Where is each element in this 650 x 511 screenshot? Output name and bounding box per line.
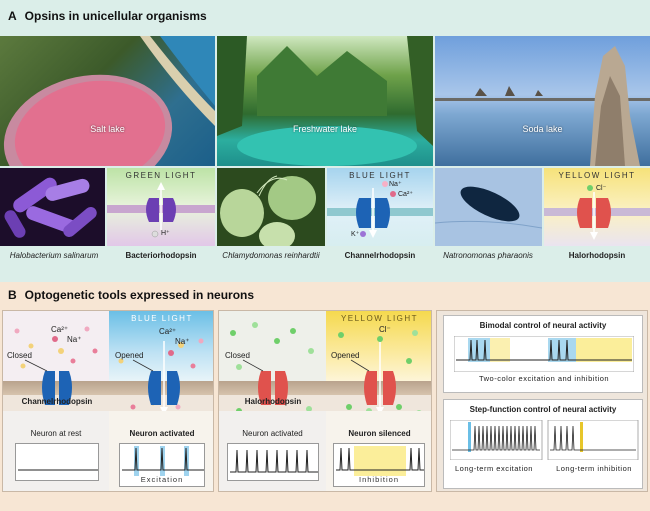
channelrhodopsin-box: BLUE LIGHT Na⁺ Ca²⁺ K⁺ <box>327 168 433 246</box>
chr-na-label-open: Na⁺ <box>175 337 190 346</box>
chr-group: BLUE LIGHT Closed Ca²⁺ Na⁺ Opened Ca²⁺ N… <box>2 310 214 492</box>
caption-chlamydomonas: Chlamydomonas reinhardtii <box>222 251 320 260</box>
freshwater-lake-photo: Freshwater lake <box>217 36 433 166</box>
halobacterium-svg <box>4 177 97 238</box>
chr-opened-label: Opened <box>115 351 144 360</box>
hr-opened-label: Opened <box>331 351 360 360</box>
h-ion-label: H⁺ <box>161 230 170 237</box>
blue-light-label-b: BLUE LIGHT <box>131 314 193 323</box>
neuron-activated-caption: Neuron activated <box>129 429 195 438</box>
soda-lake-photo: Soda lake <box>435 36 650 166</box>
halobacterium-image <box>0 168 105 246</box>
hr-closed-bg <box>219 311 326 381</box>
chr-closed-label: Closed <box>7 351 32 360</box>
step-long-excitation-label: Long-term excitation <box>455 464 533 473</box>
excitation-trace: Excitation <box>119 443 205 487</box>
salt-lake-photo: Salt lake <box>0 36 215 166</box>
yellow-light-label-b: YELLOW LIGHT <box>340 314 419 323</box>
natronomonas-image <box>435 168 542 246</box>
bimodal-title: Bimodal control of neural activity <box>479 321 607 330</box>
blue-light-label: BLUE LIGHT <box>349 171 411 180</box>
panel-b-header: B Optogenetic tools expressed in neurons <box>0 286 650 304</box>
chr-ca-label: Ca²⁺ <box>51 325 69 334</box>
step-trace <box>450 420 639 460</box>
caption-halobacterium: Halobacterium salinarum <box>9 251 99 260</box>
panel-b-letter: B <box>8 288 17 302</box>
panel-a-header: A Opsins in unicellular organisms <box>0 6 650 26</box>
hr-group: YELLOW LIGHT Closed Opened Cl⁻ Halorhodo… <box>218 310 432 492</box>
step-long-inhibition-label: Long-term inhibition <box>556 464 632 473</box>
hr-membrane <box>219 381 431 395</box>
soda-lake-svg <box>435 46 650 166</box>
caption-channelrhodopsin: Channelrhodopsin <box>344 251 416 260</box>
bacteriorhodopsin-svg <box>107 182 215 238</box>
salt-lake-svg <box>3 36 215 166</box>
k-ion-label-a: K⁺ <box>351 231 360 238</box>
control-group: Bimodal control of neural activity Two-c… <box>436 310 648 492</box>
channelrhodopsin-svg <box>327 181 433 238</box>
bimodal-box: Bimodal control of neural activity Two-c… <box>443 315 643 393</box>
excitation-trace-label: Excitation <box>140 475 184 484</box>
panel-a-letter: A <box>8 9 17 23</box>
yellow-light-label: YELLOW LIGHT <box>558 171 636 180</box>
bimodal-label: Two-color excitation and inhibition <box>478 374 610 383</box>
freshwater-lake-svg <box>217 36 433 166</box>
halorhodopsin-svg <box>544 185 650 240</box>
natronomonas-svg <box>435 168 542 246</box>
halorhodopsin-box: YELLOW LIGHT Cl⁻ <box>544 168 650 246</box>
neuron-rest-caption: Neuron at rest <box>30 429 82 438</box>
chr-protein-label: Channelrhodopsin <box>21 397 93 406</box>
activated-trace <box>227 443 319 481</box>
cl-ion-label-a: Cl⁻ <box>596 185 607 192</box>
hr-ions-svg <box>230 322 422 416</box>
neuron-activated2-caption: Neuron activated <box>242 429 303 438</box>
chlamydomonas-image <box>217 168 325 246</box>
caption-bacteriorhodopsin: Bacteriorhodopsin <box>125 251 197 260</box>
chr-closed-bg <box>3 311 109 381</box>
green-light-label: GREEN LIGHT <box>125 171 197 180</box>
bimodal-trace <box>454 336 634 372</box>
panel-a-title: Opsins in unicellular organisms <box>24 9 207 23</box>
caption-natronomonas: Natronomonas pharaonis <box>443 251 533 260</box>
soda-lake-label: Soda lake <box>522 124 563 134</box>
hr-protein-label: Halorhodopsin <box>244 397 302 406</box>
inhibition-trace-label: Inhibition <box>358 475 400 484</box>
chr-na-label: Na⁺ <box>67 335 82 344</box>
caption-halorhodopsin: Halorhodopsin <box>568 251 626 260</box>
ca-ion-label-a: Ca²⁺ <box>398 191 413 198</box>
inhibition-trace: Inhibition <box>333 443 425 487</box>
na-ion-label-a: Na⁺ <box>389 181 402 188</box>
chr-ions-svg <box>14 326 204 411</box>
step-box: Step-function control of neural activity… <box>443 399 643 489</box>
rest-trace <box>15 443 99 481</box>
hr-closed-label: Closed <box>225 351 250 360</box>
chlamydomonas-svg <box>220 175 316 246</box>
salt-lake-label: Salt lake <box>90 124 125 134</box>
chr-open-bg <box>109 311 213 381</box>
step-title: Step-function control of neural activity <box>469 405 617 414</box>
hr-open-bg <box>326 311 431 381</box>
bacteriorhodopsin-box: GREEN LIGHT H⁺ <box>107 168 215 246</box>
freshwater-lake-label: Freshwater lake <box>292 124 358 134</box>
neuron-silenced-caption: Neuron silenced <box>348 429 411 438</box>
hr-cl-label: Cl⁻ <box>379 325 391 334</box>
panel-b-title: Optogenetic tools expressed in neurons <box>24 288 255 302</box>
chr-ca-label-open: Ca²⁺ <box>159 327 177 336</box>
